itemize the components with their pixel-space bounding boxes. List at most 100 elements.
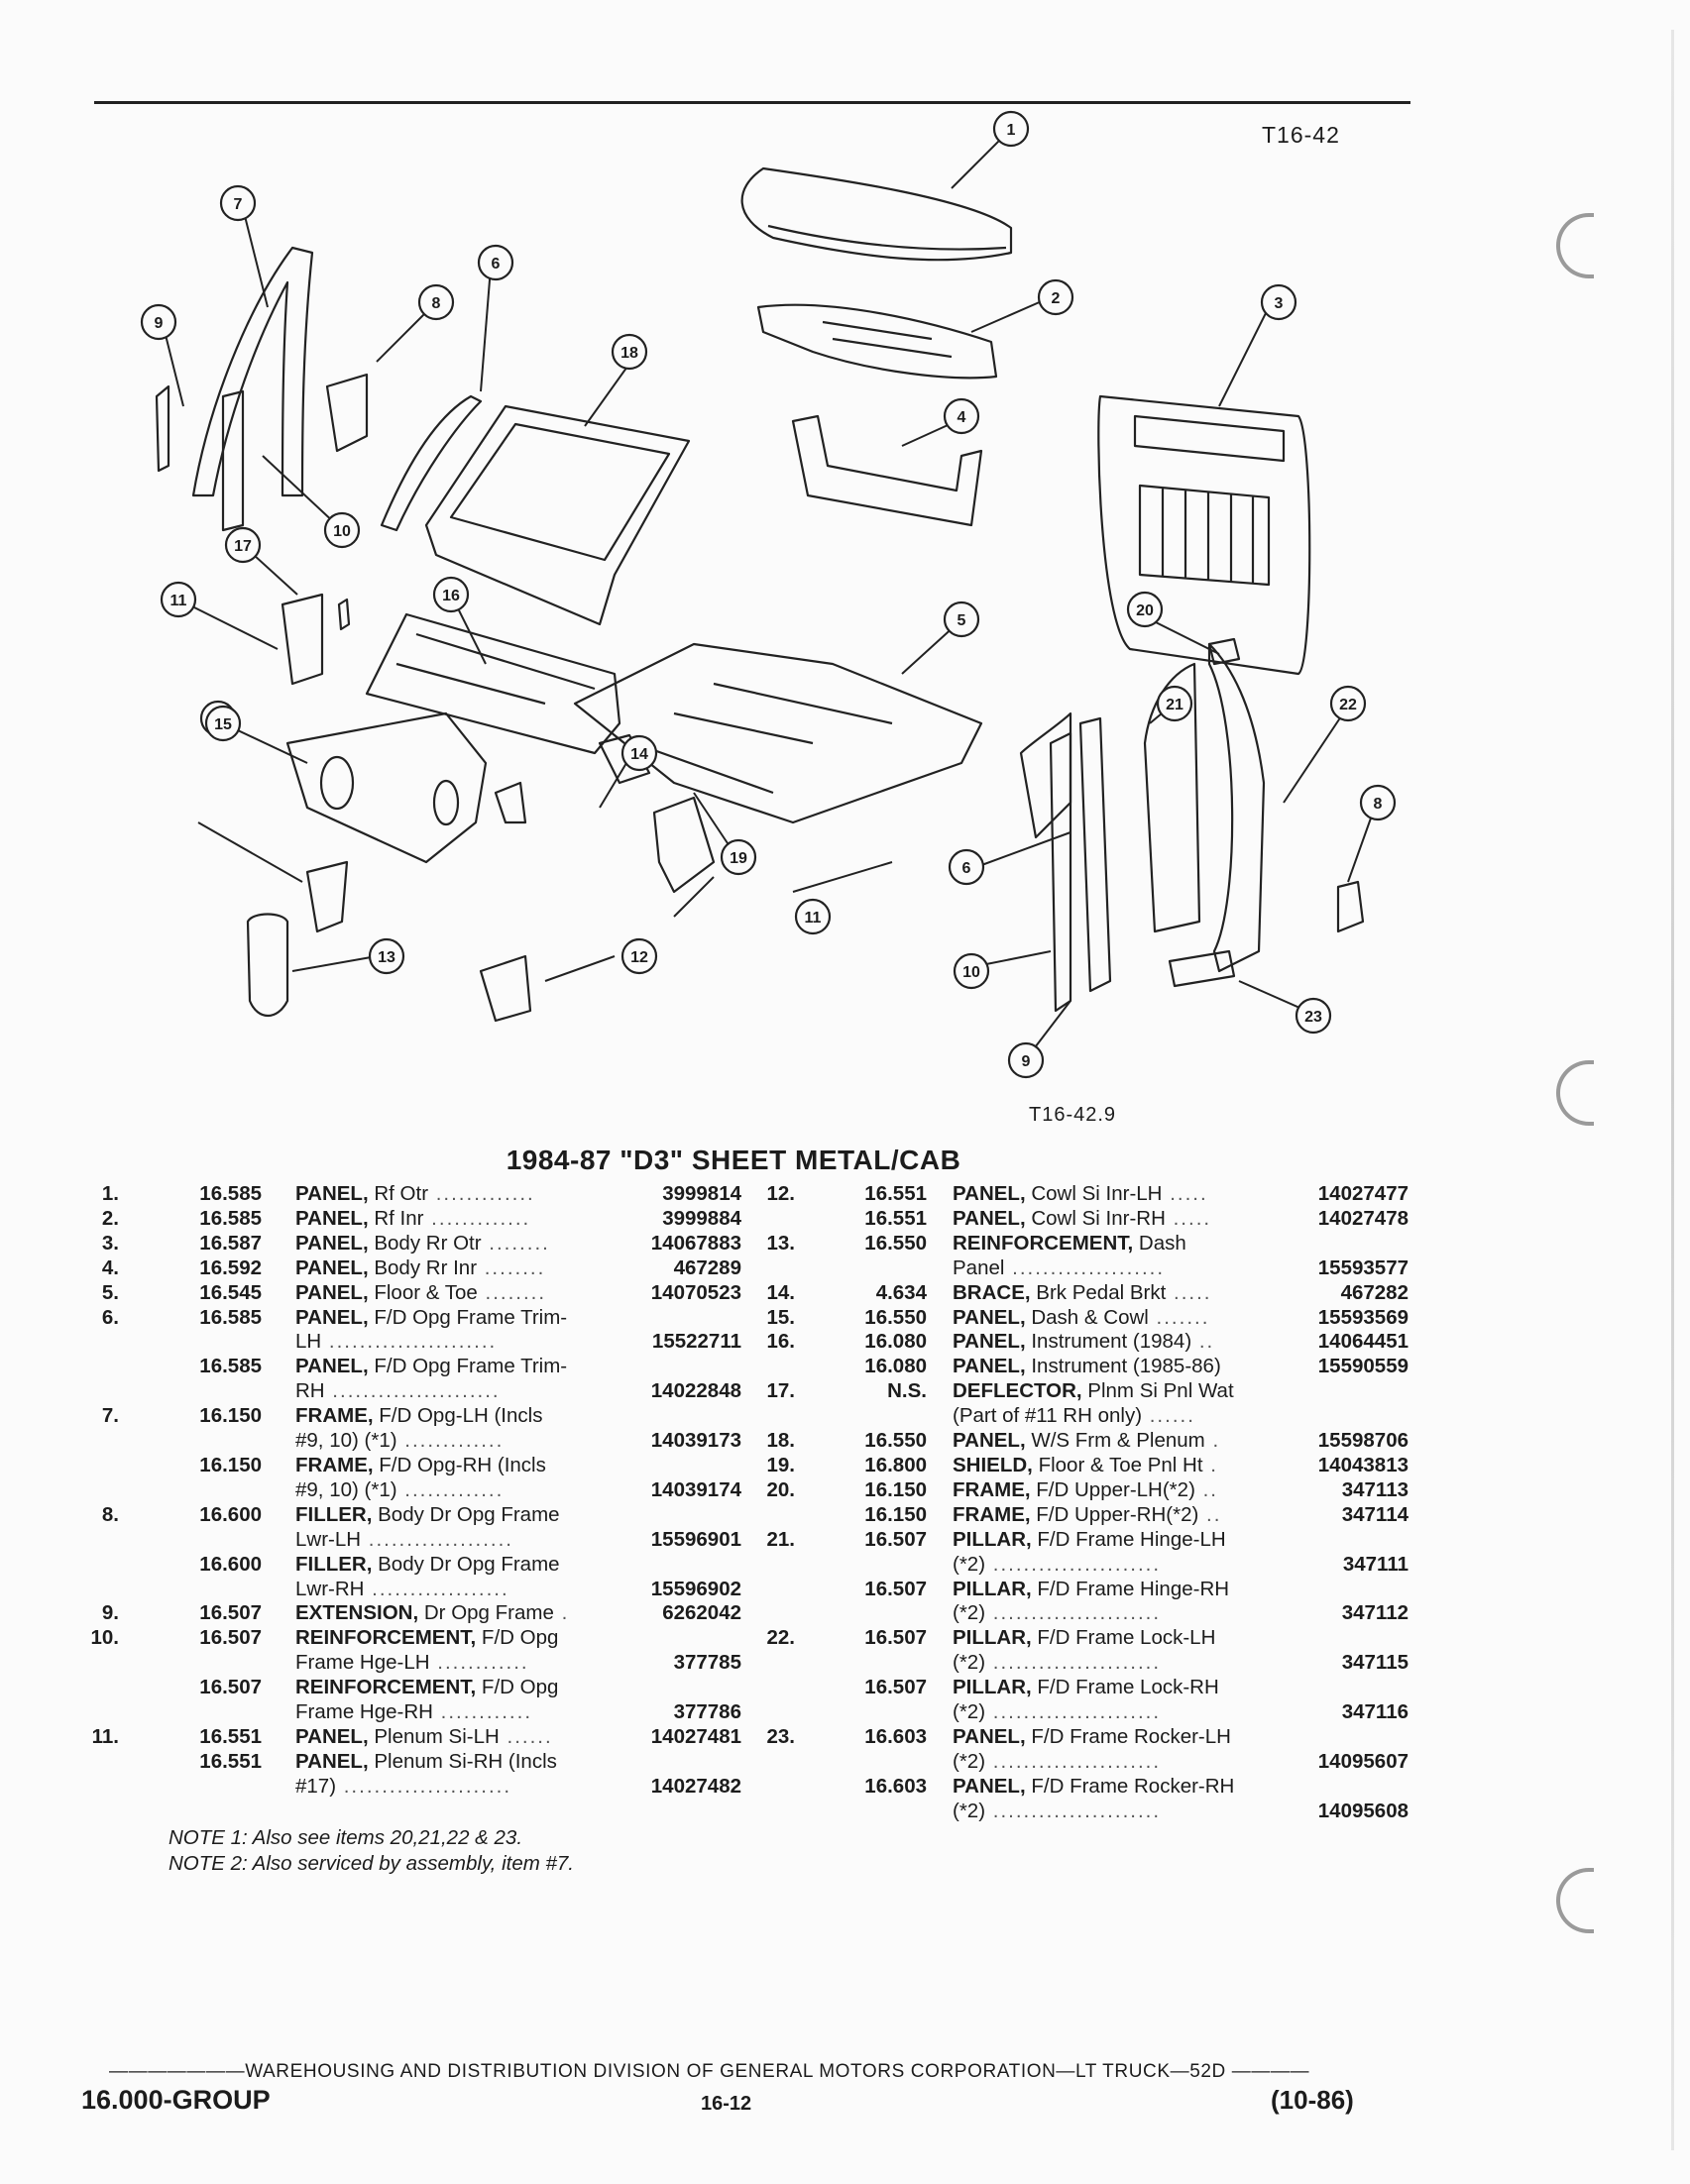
part-dash-cowl [285, 711, 488, 864]
part-number: 347115 [1341, 1651, 1408, 1675]
leader-dots: ..... [1162, 1182, 1208, 1205]
callout-circle [1260, 283, 1297, 321]
group-number [119, 1528, 262, 1553]
item-description: EXTENSION, Dr Opg Frame . [262, 1601, 603, 1626]
item-text: F/D Opg-LH (Incls [373, 1404, 543, 1428]
item-number: 9. [101, 1601, 119, 1625]
callout-label: 8 [432, 295, 441, 312]
part-number: 347111 [1342, 1552, 1408, 1576]
callout-circle [620, 937, 658, 975]
part-number: 377786 [673, 1700, 741, 1724]
parts-list-row: Lwr-LH ...................15596901 [40, 1528, 741, 1553]
item-number [40, 1676, 119, 1700]
part-dash-opening [319, 755, 355, 811]
leader-line [544, 955, 616, 982]
part-number: 15596902 [650, 1577, 741, 1600]
item-keyword: PANEL, [295, 1724, 369, 1748]
part-windshield-opening [449, 422, 671, 562]
group-number: 16.585 [199, 1206, 262, 1230]
group-number [795, 1553, 927, 1578]
leader-dots: ...................... [985, 1799, 1162, 1822]
parts-list-row: RH ......................14022848 [40, 1379, 741, 1404]
part-number [1290, 1232, 1408, 1256]
callout-label: 10 [333, 523, 351, 540]
part-number: 347114 [1341, 1502, 1408, 1526]
leader-dots: ........ [481, 1231, 550, 1255]
callout-label: 9 [155, 315, 164, 332]
item-text: (*2) [953, 1552, 986, 1576]
part-number [1290, 1528, 1408, 1553]
item-number [743, 1700, 795, 1725]
callout-circle [219, 184, 257, 222]
part-number [1290, 1379, 1408, 1404]
item-description: LH ...................... [262, 1330, 603, 1355]
part-door-reinforcement-rh [1049, 731, 1072, 1013]
part-number: 14095608 [1317, 1799, 1408, 1822]
part-number: 14095607 [1317, 1749, 1408, 1773]
leader-line [1149, 618, 1220, 655]
item-description: PANEL, F/D Opg Frame Trim- [262, 1306, 603, 1331]
callout-label: 12 [630, 949, 648, 966]
callout-label: 8 [1374, 796, 1383, 813]
item-description: FRAME, F/D Upper-LH(*2) .. [927, 1478, 1290, 1503]
part-roof-inner-ribs [822, 320, 953, 359]
group-number [119, 1429, 262, 1454]
leader-dots: . [553, 1601, 570, 1625]
item-text: Body Dr Opg Frame [372, 1552, 560, 1576]
part-number [603, 1553, 741, 1578]
part-number: 347116 [1341, 1700, 1408, 1724]
group-number: 16.600 [199, 1552, 262, 1576]
group-number: 16.080 [864, 1330, 927, 1354]
part-door-filler-lh [325, 373, 369, 453]
callout-label: 1 [1007, 122, 1016, 139]
callout-circle [477, 244, 514, 281]
callout-circle [1037, 278, 1074, 316]
group-number [119, 1775, 262, 1800]
item-text: Body Rr Inr [368, 1256, 478, 1279]
item-description: REINFORCEMENT, F/D Opg [262, 1676, 603, 1700]
leader-dots: ...................... [985, 1552, 1162, 1576]
item-number: 17. [766, 1379, 796, 1403]
item-text: Body Dr Opg Frame [372, 1502, 560, 1526]
item-description: PANEL, Body Rr Inr ........ [262, 1256, 603, 1281]
group-number: 16.587 [199, 1231, 262, 1255]
item-text: (*2) [953, 1799, 986, 1822]
item-description: #17) ...................... [262, 1775, 603, 1800]
item-number: 5. [101, 1280, 119, 1304]
leader-dots: ..... [1165, 1206, 1212, 1230]
item-text: F/D Frame Lock-LH [1031, 1626, 1216, 1650]
item-number: 13. [766, 1231, 796, 1255]
parts-list-row: #9, 10) (*1) .............14039173 [40, 1429, 741, 1454]
callout-label: 17 [234, 538, 252, 555]
item-keyword: PANEL, [295, 1182, 369, 1205]
leader-dots: ...... [1142, 1404, 1195, 1428]
footer-group: 16.000-GROUP [81, 2085, 271, 2115]
group-number: 16.551 [864, 1206, 927, 1230]
leader-dots: ...................... [985, 1749, 1162, 1773]
parts-list-row: (*2) ......................347112 [743, 1601, 1408, 1626]
callout-circle [1007, 1041, 1045, 1079]
group-number [795, 1750, 927, 1775]
parts-list-row: (Part of #11 RH only) ...... [743, 1404, 1408, 1429]
item-number [743, 1207, 795, 1232]
part-number: 14039173 [650, 1429, 741, 1453]
item-keyword: PANEL, [295, 1256, 369, 1279]
item-number: 1. [101, 1182, 119, 1205]
callout-label: 9 [1022, 1053, 1031, 1070]
part-plenum-side-lh [281, 593, 324, 686]
parts-list-row: (*2) ...................... 14095608 [743, 1800, 1408, 1824]
leader-line [901, 623, 958, 675]
callout-circle [1156, 685, 1193, 722]
leader-dots: ...................... [321, 1330, 498, 1354]
item-description: (*2) ...................... [927, 1750, 1290, 1775]
item-description: PILLAR, F/D Frame Hinge-LH [927, 1528, 1290, 1553]
leader-dots: ....... [1148, 1305, 1210, 1329]
item-text: Lwr-LH [295, 1527, 362, 1551]
